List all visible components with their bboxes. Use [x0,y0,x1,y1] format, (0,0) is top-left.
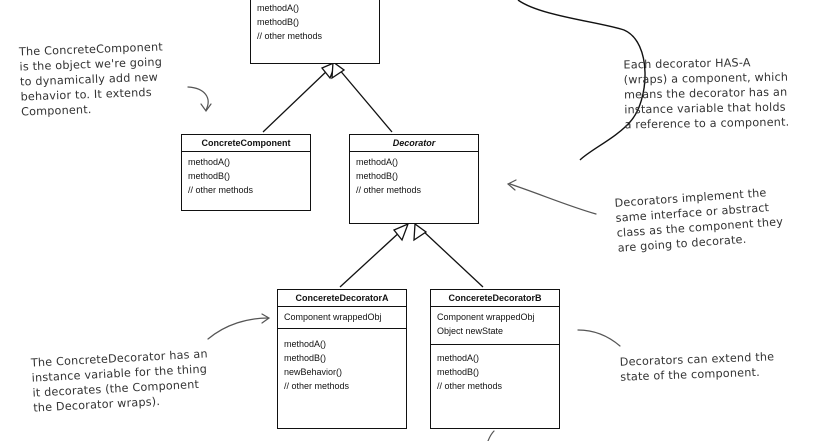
note-arrow-concrete-decorator [207,317,269,340]
concrete-decorator-b-method-b: methodB() [437,367,480,377]
note-arrow-concrete-component-head [200,103,212,113]
inheritance-arrowhead-decorator-b [413,222,428,242]
concrete-decorator-b-other-methods: // other methods [437,381,503,391]
note-arrow-implement [509,183,597,215]
concrete-decorator-a-field-wrapped: Component wrappedObj [284,312,382,322]
decorator-other-methods: // other methods [356,185,422,195]
note-concrete-decorator: The ConcreteDecorator has an instance va… [30,347,209,415]
concrete-decorator-a-class-box: ConcereteDecoratorA Component wrappedObj… [277,289,407,429]
note-arrow-bottom [487,430,495,441]
component-other-methods: // other methods [257,31,323,41]
note-arrow-concrete-component [187,86,209,111]
decorator-method-b: methodB() [356,171,399,181]
concrete-component-title: ConcreteComponent [182,135,310,152]
concrete-decorator-b-method-a: methodA() [437,353,480,363]
concrete-decorator-b-class-box: ConcereteDecoratorB Component wrappedObj… [430,289,560,429]
concrete-decorator-b-fields: Component wrappedObj Object newState [431,307,559,344]
note-arrow-extend-state [577,329,621,347]
concrete-component-class-box: ConcreteComponent methodA() methodB() //… [181,134,311,211]
inheritance-line-concrete-component [262,67,331,133]
note-arrow-implement-head [506,179,517,191]
concrete-decorator-a-title: ConcereteDecoratorA [278,290,406,307]
component-methods: methodA() methodB() // other methods [251,0,379,45]
concrete-decorator-b-title: ConcereteDecoratorB [431,290,559,307]
decorator-method-a: methodA() [356,157,399,167]
inheritance-line-decorator [337,67,393,133]
note-extend-state: Decorators can extend the state of the c… [619,350,775,384]
concrete-decorator-a-fields: Component wrappedObj [278,307,406,328]
inheritance-arrowhead-decorator-a [392,222,410,242]
concrete-decorator-a-method-a: methodA() [284,339,327,349]
concrete-decorator-a-methods: methodA() methodB() newBehavior() // oth… [278,328,406,395]
note-concrete-component: The ConcreteComponent is the object we'r… [18,40,164,119]
decorator-title: Decorator [350,135,478,152]
concrete-component-method-b: methodB() [188,171,231,181]
concrete-decorator-b-field-new-state: Object newState [437,326,504,336]
concrete-decorator-a-other-methods: // other methods [284,381,350,391]
inheritance-line-decorator-a [339,229,403,288]
inheritance-arrowhead-decorator [331,60,346,80]
concrete-component-methods: methodA() methodB() // other methods [182,152,310,199]
concrete-decorator-b-methods: methodA() methodB() // other methods [431,344,559,395]
component-class-box: methodA() methodB() // other methods [250,0,380,64]
decorator-class-box: Decorator methodA() methodB() // other m… [349,134,479,224]
component-method-b: methodB() [257,17,300,27]
inheritance-line-decorator-b [421,229,484,288]
concrete-component-other-methods: // other methods [188,185,254,195]
note-arrow-concrete-decorator-head [261,313,271,324]
concrete-decorator-a-method-b: methodB() [284,353,327,363]
component-method-a: methodA() [257,3,300,13]
note-implement: Decorators implement the same interface … [614,186,784,255]
concrete-component-method-a: methodA() [188,157,231,167]
concrete-decorator-b-field-wrapped: Component wrappedObj [437,312,535,322]
inheritance-arrowhead-concrete-component [320,60,338,80]
note-has-a: Each decorator HAS-A (wraps) a component… [623,56,790,132]
concrete-decorator-a-new-behavior: newBehavior() [284,367,343,377]
decorator-methods: methodA() methodB() // other methods [350,152,478,199]
